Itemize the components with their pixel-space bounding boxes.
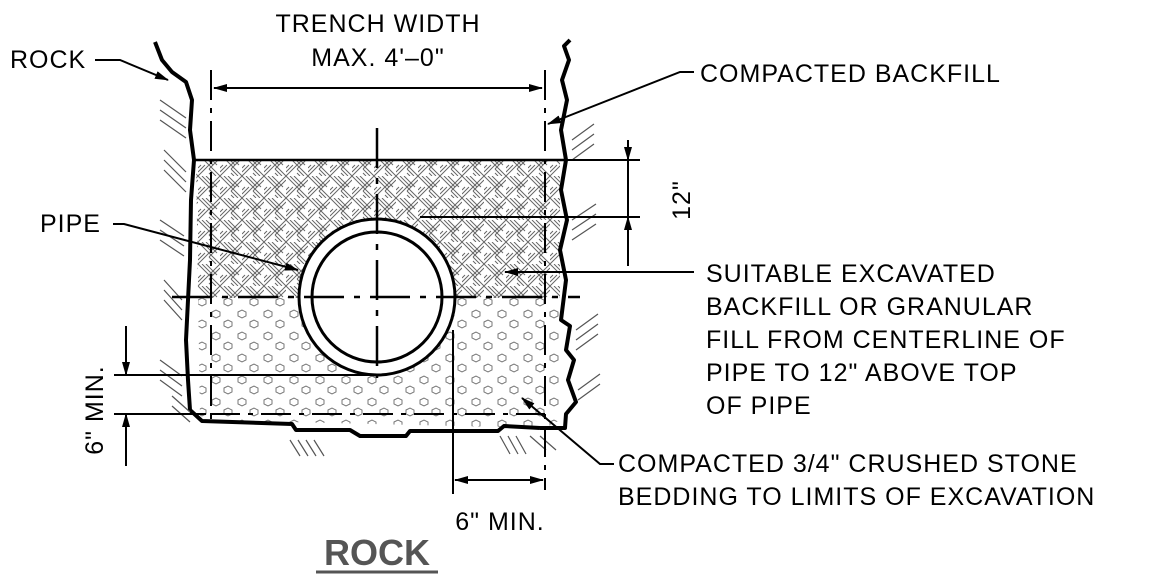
stone-label-2: BEDDING TO LIMITS OF EXCAVATION: [618, 483, 1095, 511]
compacted-backfill-label: COMPACTED BACKFILL: [700, 60, 1001, 88]
suitable-label-4: PIPE TO 12" ABOVE TOP: [706, 359, 1018, 387]
left-ground-hatch: [159, 99, 191, 423]
suitable-label-2: BACKFILL OR GRANULAR: [706, 293, 1033, 321]
detail-title: ROCK: [324, 532, 430, 573]
six-min-left-label: 6" MIN.: [81, 365, 109, 455]
stone-label-1: COMPACTED 3/4" CRUSHED STONE: [618, 450, 1078, 478]
left-rock-wall: [153, 41, 541, 438]
compacted-backfill-leader: [547, 71, 694, 125]
crushed-stone-leader: [521, 397, 614, 465]
rock-label: ROCK: [10, 46, 86, 74]
suitable-label-1: SUITABLE EXCAVATED: [706, 260, 996, 288]
pipe-leader: [113, 223, 299, 271]
six-min-bottom-label: 6" MIN.: [455, 508, 545, 536]
pipe-label: PIPE: [40, 210, 101, 238]
right-ground-hatch: [571, 123, 601, 401]
right-rock-wall: [540, 38, 578, 430]
bottom-ground-hatch: [289, 435, 557, 457]
suitable-label-5: OF PIPE: [706, 392, 812, 420]
trench-width-label-2: MAX. 4'–0": [311, 44, 444, 72]
twelve-in-label: 12": [668, 180, 696, 220]
trench-width-label-1: TRENCH WIDTH: [275, 10, 480, 38]
rock-leader: [95, 59, 169, 81]
suitable-label-3: FILL FROM CENTERLINE OF: [706, 326, 1066, 354]
